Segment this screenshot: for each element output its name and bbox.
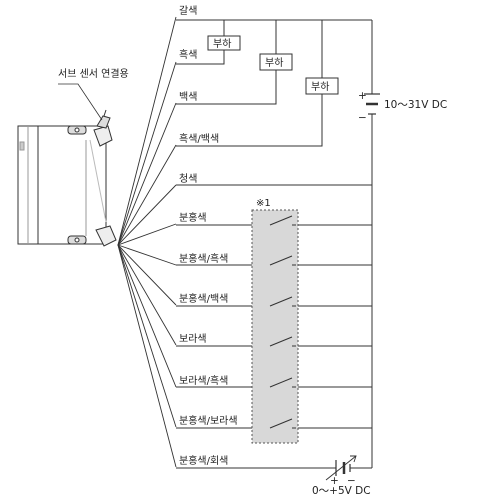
main-supply-minus: − (358, 112, 367, 124)
wire-label-violet: 보라색 (179, 333, 207, 345)
wire-label-white: 백색 (179, 91, 197, 103)
switch-group-note: ※1 (256, 198, 271, 209)
cable-fanout (117, 16, 177, 468)
wire-label-black-white: 흑색/백색 (179, 132, 219, 145)
signal-supply-plus: + (330, 475, 339, 487)
wire-label-pink-violet: 분홍색/보라색 (179, 414, 238, 427)
main-supply-battery (364, 93, 380, 115)
signal-supply-battery (325, 455, 357, 481)
load-2-label: 부하 (265, 56, 283, 69)
main-supply-plus: + (358, 90, 367, 102)
load-3: 부하 (305, 77, 339, 95)
switches (269, 215, 296, 429)
wire-label-black: 흑색 (179, 48, 197, 61)
load-3-label: 부하 (311, 80, 329, 93)
sensor-label: 서브 센서 연결용 (58, 68, 129, 80)
wire-label-pink: 분홍색 (179, 211, 207, 224)
sensor-body (17, 125, 117, 247)
wire-label-pink-gray: 분홍색/회색 (179, 454, 228, 467)
wire-label-violet-black: 보라색/흑색 (179, 374, 228, 387)
signal-supply-label: 0～+5V DC (312, 485, 371, 497)
sub-sensor-connector (96, 109, 111, 129)
wire-label-brown: 갈색 (179, 4, 197, 17)
main-supply-label: 10～31V DC (384, 99, 447, 111)
wire-label-pink-black: 분홍색/흑색 (179, 252, 228, 265)
sensor-label-leader (58, 83, 103, 121)
load-1: 부하 (207, 35, 241, 51)
load-1-label: 부하 (213, 37, 231, 50)
load-2: 부하 (259, 53, 293, 71)
signal-supply-minus: − (347, 475, 356, 487)
wire-label-blue: 청색 (179, 173, 197, 185)
wire-label-pink-white: 분홍색/백색 (179, 292, 228, 305)
switch-group-box (251, 209, 299, 444)
